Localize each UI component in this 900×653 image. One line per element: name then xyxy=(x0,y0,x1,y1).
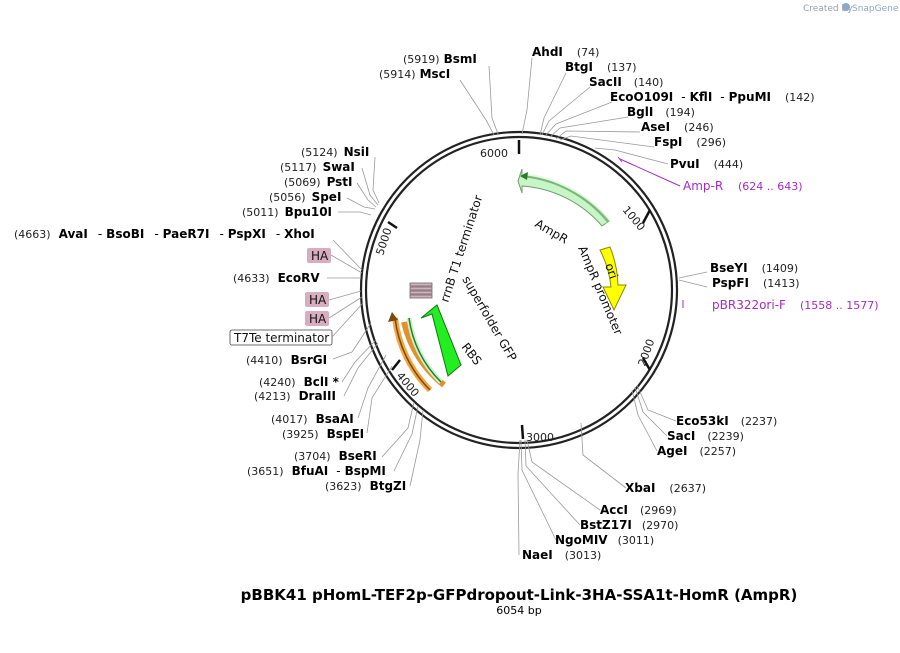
site-saci[interactable]: SacI(2239) xyxy=(667,429,744,443)
site-bpu10i[interactable]: (5011)Bpu10I xyxy=(242,205,332,219)
feature-ori[interactable] xyxy=(599,246,627,312)
feature-label-ampr: AmpR xyxy=(533,216,571,246)
site-sacii[interactable]: SacII(140) xyxy=(589,75,663,89)
site-naei[interactable]: NaeI(3013) xyxy=(522,548,601,562)
feature-ampr-promoter[interactable] xyxy=(520,172,611,224)
feature-superfolder-gfp[interactable] xyxy=(420,304,462,377)
site-acci[interactable]: AccI(2969) xyxy=(600,503,677,517)
svg-text:HA: HA xyxy=(309,293,327,307)
svg-text:HA: HA xyxy=(309,312,327,326)
feature-t7te-arc[interactable] xyxy=(388,312,433,393)
site-pspfi[interactable]: PspFI(1413) xyxy=(712,276,800,290)
site-agei[interactable]: AgeI(2257) xyxy=(657,444,736,458)
site-bstz17i[interactable]: BstZ17I(2970) xyxy=(580,518,678,532)
site-asei[interactable]: AseI(246) xyxy=(641,120,714,134)
ha-label-2: HA xyxy=(305,292,329,307)
tick-label-6000: 6000 xyxy=(480,147,508,160)
site-ecorv[interactable]: (4633)EcoRV xyxy=(233,271,320,285)
snapgene-logo-icon xyxy=(842,3,850,11)
site-msci[interactable]: (5914)MscI xyxy=(379,67,450,81)
site-bgli[interactable]: BglI(194) xyxy=(627,105,695,119)
plasmid-length: 6054 bp xyxy=(496,604,541,617)
site-nsii[interactable]: (5124)NsiI xyxy=(301,145,369,159)
site-btgzi[interactable]: (3623)BtgZI xyxy=(325,479,406,493)
site-bseyi[interactable]: BseYI(1409) xyxy=(710,261,798,275)
site-eco53ki[interactable]: Eco53kI(2237) xyxy=(676,414,777,428)
primer-pbr322-range: (1558 .. 1577) xyxy=(800,299,879,312)
svg-text:T7Te terminator: T7Te terminator xyxy=(233,331,329,345)
snapgene-brand: SnapGene xyxy=(852,4,899,14)
primer-ampr-name[interactable]: Amp-R xyxy=(683,179,723,193)
site-bfuai-bspmi[interactable]: (3651)BfuAI-BspMI xyxy=(247,464,386,478)
site-psti[interactable]: (5069)PstI xyxy=(284,175,353,189)
plasmid-title: pBBK41 pHomL-TEF2p-GFPdropout-Link-3HA-S… xyxy=(241,586,798,604)
tick-label-5000: 5000 xyxy=(373,226,394,257)
backbone xyxy=(359,130,679,450)
site-xbai[interactable]: XbaI(2637) xyxy=(625,481,706,495)
site-swai[interactable]: (5117)SwaI xyxy=(280,160,355,174)
ha-label-3: HA xyxy=(305,311,329,326)
site-fspi[interactable]: FspI(296) xyxy=(654,135,726,149)
t7te-terminator-label: T7Te terminator xyxy=(229,329,333,346)
site-ava-group[interactable]: (4663)AvaI-BsoBI-PaeR7I-PspXI-XhoI xyxy=(14,227,315,241)
site-spei[interactable]: (5056)SpeI xyxy=(269,190,341,204)
site-eco-kfl-ppum[interactable]: EcoO109I-KflI-PpuMI(142) xyxy=(610,90,815,104)
site-bsrgi[interactable]: (4410)BsrGI xyxy=(246,353,327,367)
primer-pbr322-name[interactable]: pBR322ori-F xyxy=(712,298,786,312)
ha-label-1: HA xyxy=(307,248,331,263)
site-bsmi[interactable]: (5919)BsmI xyxy=(403,52,477,66)
created-by-label: Created by xyxy=(803,4,853,14)
svg-text:HA: HA xyxy=(311,249,329,263)
feature-label-rbs: RBS xyxy=(459,340,485,368)
site-bcli[interactable]: (4240)BclI * xyxy=(259,375,340,389)
tick-label-3000: 3000 xyxy=(526,431,554,444)
feature-label-ori: ori xyxy=(602,261,620,280)
feature-ha-blocks[interactable] xyxy=(409,282,433,299)
primer-ampr-marker[interactable] xyxy=(617,156,681,187)
position-ticks xyxy=(387,140,652,440)
tick-label-1000: 1000 xyxy=(620,204,648,234)
site-bspei[interactable]: (3925)BspEI xyxy=(282,427,364,441)
connector-lines xyxy=(327,57,708,556)
feature-terminator-green[interactable] xyxy=(406,317,443,384)
site-bseri[interactable]: (3704)BseRI xyxy=(294,449,377,463)
site-btgi[interactable]: BtgI(137) xyxy=(565,60,637,74)
site-draiii[interactable]: (4213)DraIII xyxy=(254,389,336,403)
site-pvui[interactable]: PvuI(444) xyxy=(670,157,743,171)
site-ngomiv[interactable]: NgoMIV(3011) xyxy=(555,533,654,547)
primer-ampr-range: (624 .. 643) xyxy=(738,180,803,193)
site-bsaai[interactable]: (4017)BsaAI xyxy=(271,412,354,426)
site-ahdi[interactable]: AhdI(74) xyxy=(532,45,599,59)
